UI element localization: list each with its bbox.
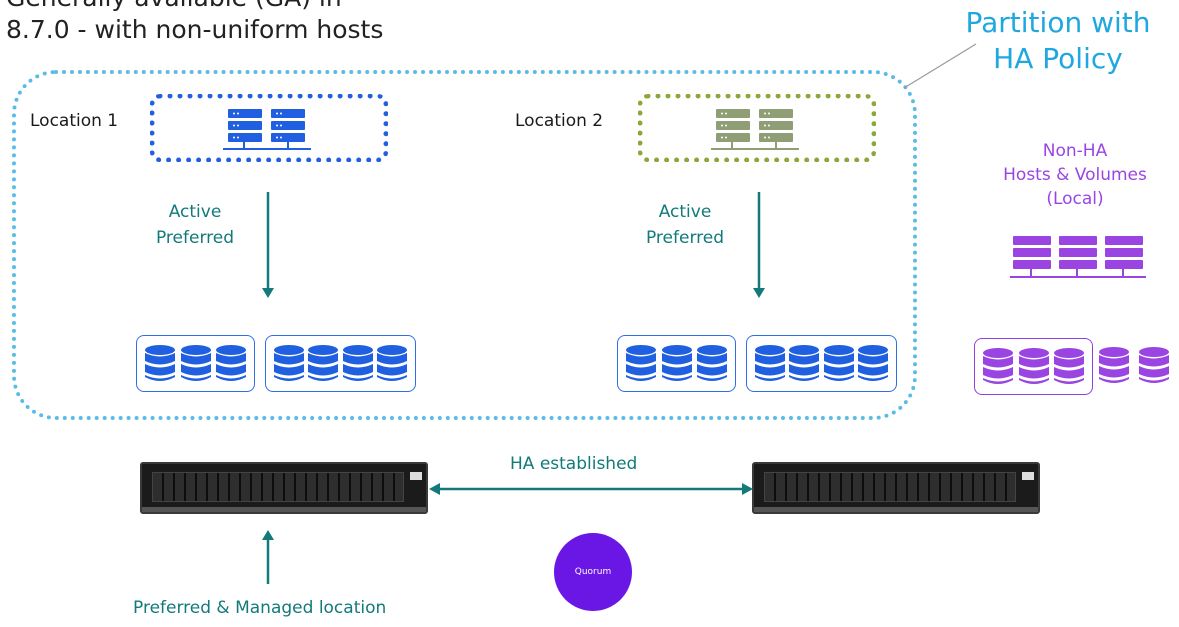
preferred-location-label: Preferred & Managed location: [133, 598, 387, 618]
non-ha-line2: Hosts & Volumes: [1003, 165, 1147, 185]
location-2-label: Location 2: [515, 111, 604, 131]
location-1-down-arrow: [262, 192, 274, 298]
non-ha-label: Non-HA Hosts & Volumes (Local): [990, 139, 1160, 211]
partition-label-line2: HA Policy: [993, 42, 1123, 75]
ha-partition-boundary: [12, 70, 917, 420]
partition-label-line1: Partition with: [965, 6, 1151, 39]
location-2-host-group: [638, 94, 876, 162]
non-ha-volume-group: [974, 338, 1093, 395]
server-hosts-icon: [711, 109, 799, 150]
non-ha-line1: Non-HA: [1042, 141, 1108, 161]
server-hosts-icon: [223, 109, 311, 150]
location-1-host-group: [150, 94, 388, 162]
volume-icon: [308, 344, 339, 381]
volume-icon: [858, 344, 889, 381]
partition-label: Partition with HA Policy: [958, 5, 1158, 77]
page-title-line2: 8.7.0 - with non-uniform hosts: [6, 15, 384, 44]
quorum-label: Quorum: [574, 567, 612, 577]
volume-icon: [626, 344, 657, 381]
volume-icon: [1018, 347, 1049, 384]
volume-icon: [180, 344, 211, 381]
path-label-line1: Active: [658, 202, 712, 222]
volume-icon: [1099, 347, 1129, 383]
volume-icon: [983, 347, 1014, 384]
storage-system-location-2: [752, 462, 1040, 514]
path-label-line2: Preferred: [155, 228, 235, 248]
quorum-node: Quorum: [554, 533, 632, 611]
volume-icon: [215, 344, 246, 381]
volume-icon: [145, 344, 176, 381]
volume-icon: [754, 344, 785, 381]
location-1-volume-group-b: [265, 335, 416, 392]
volume-icon: [1139, 347, 1169, 383]
storage-system-location-1: [140, 462, 428, 514]
location-2-volume-group-a: [617, 335, 736, 392]
ha-link-label: HA established: [510, 454, 638, 474]
ha-double-arrow: [429, 483, 753, 495]
volume-icon: [342, 344, 373, 381]
volume-icon: [1053, 347, 1084, 384]
volume-icon: [273, 344, 304, 381]
non-ha-loose-volumes: [1098, 343, 1170, 389]
location-2-path-label: Active Preferred: [620, 199, 750, 251]
volume-icon: [789, 344, 820, 381]
page-title-line1: Generally available (GA) in: [6, 0, 342, 12]
non-ha-server-hosts-icon: [1010, 236, 1146, 278]
path-label-line1: Active: [168, 202, 222, 222]
location-1-label: Location 1: [30, 111, 119, 131]
path-label-line2: Preferred: [645, 228, 725, 248]
volume-icon: [823, 344, 854, 381]
non-ha-line3: (Local): [1046, 189, 1104, 209]
volume-icon: [696, 344, 727, 381]
volume-icon: [661, 344, 692, 381]
location-1-volume-group-a: [136, 335, 255, 392]
volume-icon: [377, 344, 408, 381]
partition-callout-line: [903, 43, 977, 89]
location-2-down-arrow: [753, 192, 765, 298]
preferred-up-arrow: [262, 530, 274, 584]
location-2-volume-group-b: [746, 335, 897, 392]
location-1-path-label: Active Preferred: [130, 199, 260, 251]
